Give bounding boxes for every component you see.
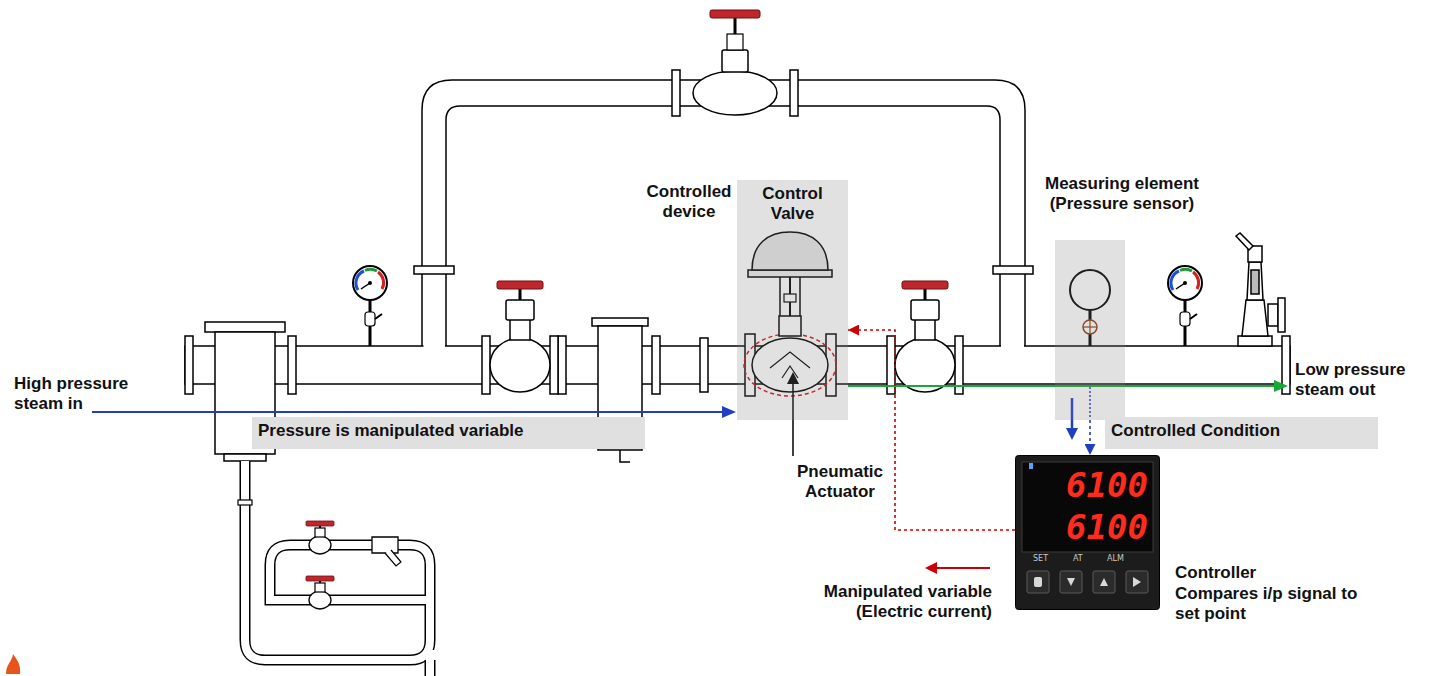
bypass-line: [734, 17, 737, 34]
controller-face: [1022, 462, 1153, 552]
drain-line: [306, 576, 334, 581]
flow-arrow: [722, 406, 736, 418]
pipe-flange: [700, 338, 708, 392]
controller-title: Controller: [1175, 563, 1375, 583]
part-label: Controlled device: [643, 182, 735, 222]
measuring-element-box: Measuring element (Pressure sensor): [1055, 240, 1125, 420]
controller-face: [1029, 463, 1033, 469]
button-label: AT: [1073, 554, 1083, 564]
signal-line: [1089, 420, 1091, 455]
bypass-line: [693, 71, 777, 115]
flow-label: High pressure steam in: [14, 374, 149, 414]
leader-arrow: [1066, 428, 1078, 440]
logo-mark: [6, 654, 20, 674]
drain-line: [315, 583, 325, 592]
controller-face: [1126, 571, 1148, 593]
safety-valve: [1238, 336, 1272, 346]
controller-note: Compares i/p signal to set point: [1175, 584, 1367, 624]
pipe-flange: [288, 336, 296, 394]
button-label: ALM: [1107, 554, 1124, 564]
controller-face: [1133, 577, 1141, 587]
drain-line: [245, 461, 430, 660]
leader-arrow: [936, 567, 990, 569]
controller-face: [1027, 571, 1049, 593]
flow-arrow: [1274, 380, 1288, 392]
node-heading: Measuring element (Pressure sensor): [1037, 174, 1207, 214]
safety-valve: [1242, 300, 1268, 336]
pipe-flange: [558, 336, 566, 394]
bypass-line: [414, 10, 1033, 348]
bypass-line: [727, 34, 743, 50]
flow-label: Low pressure steam out: [1295, 360, 1435, 400]
pipe-flange: [185, 336, 193, 394]
drain-line: [309, 591, 331, 609]
drain-line: [238, 461, 430, 676]
edge-label: Manipulated variable (Electric current): [775, 582, 994, 622]
drain-line: [385, 550, 401, 566]
isolation-valve: [887, 281, 963, 394]
controller-face: [1034, 577, 1141, 587]
controller-face: [1027, 571, 1148, 593]
bypass-line: [790, 70, 798, 116]
bypass-line: [993, 266, 1033, 274]
isolation-valve: [482, 281, 558, 394]
drain-line: [372, 537, 398, 553]
bypass-line: [710, 10, 760, 18]
control-valve-box: Control Valve: [737, 180, 848, 420]
separator: [592, 318, 648, 326]
drain-line: [319, 581, 321, 583]
safety-valve: [1236, 233, 1253, 250]
pipe-flange: [652, 336, 660, 394]
node-title: Control Valve: [745, 184, 841, 224]
bypass-line: [672, 70, 680, 116]
controller-face: [1093, 571, 1115, 593]
controller-unit: ControllerCompares i/p signal to set poi…: [1015, 455, 1160, 610]
flow-arrow: [92, 411, 724, 413]
bypass-line: [722, 50, 748, 72]
bypass-line: [414, 266, 454, 274]
safety-valve: [1278, 298, 1285, 332]
drain-line: [319, 526, 321, 528]
part-label: Pneumatic Actuator: [794, 462, 886, 502]
drain-line: [315, 528, 325, 537]
display-value: 6100: [1066, 507, 1148, 547]
controller-face: [1034, 577, 1042, 587]
controller-face: [1100, 578, 1108, 586]
drain-line: [426, 650, 434, 676]
controller-face: [1016, 456, 1160, 610]
safety-valve: [1268, 304, 1278, 326]
variable-band: Pressure is manipulated variable: [252, 417, 645, 449]
drain-line: [309, 536, 331, 554]
pressure-gauge: [1168, 266, 1202, 346]
controller-face: [1067, 578, 1075, 586]
controller-face: [1060, 571, 1082, 593]
button-label: SET: [1033, 554, 1048, 564]
condition-band: Controlled Condition: [1105, 417, 1378, 449]
drain-line: [306, 521, 334, 526]
separator: [620, 450, 630, 462]
band-text: Pressure is manipulated variable: [252, 417, 530, 445]
strainer: [224, 454, 266, 461]
bypass-line: [1001, 345, 1024, 348]
safety-valve: [1247, 262, 1263, 300]
drain-line: [245, 461, 430, 660]
drain-line: [238, 500, 252, 505]
band-text: Controlled Condition: [1105, 417, 1286, 445]
strainer: [205, 322, 285, 332]
leader-arrow: [925, 562, 937, 574]
safety-valve: [1251, 270, 1259, 294]
display-value: 6100: [1066, 465, 1148, 505]
bypass-line: [424, 345, 446, 348]
safety-valve: [1236, 233, 1285, 346]
pressure-gauge: [353, 266, 387, 346]
